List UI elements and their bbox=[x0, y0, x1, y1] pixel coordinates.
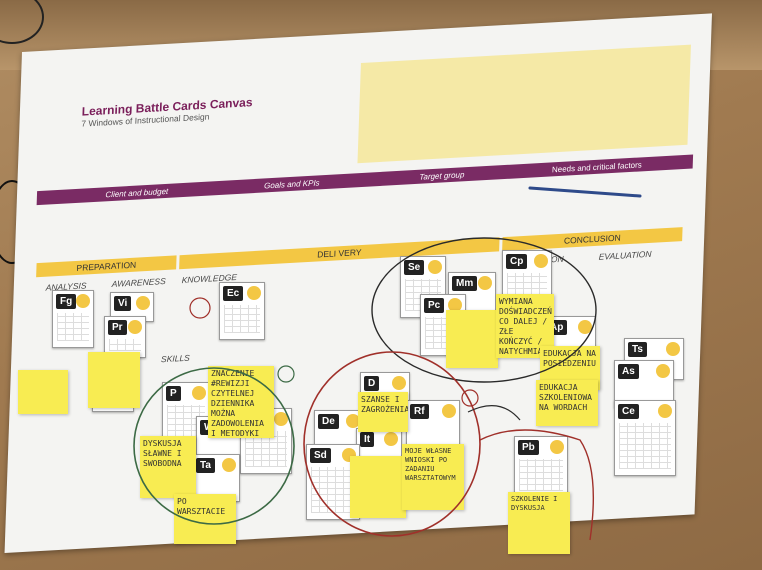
card-icon bbox=[656, 364, 670, 378]
card-icon bbox=[274, 412, 288, 426]
card-icon bbox=[578, 320, 592, 334]
col-awareness: AWARENESS bbox=[111, 275, 166, 289]
card-crossword bbox=[224, 305, 260, 333]
card-icon bbox=[76, 294, 90, 308]
card-code: Ce bbox=[618, 404, 639, 419]
card-icon bbox=[384, 432, 398, 446]
sticky-note-it[interactable] bbox=[350, 456, 406, 518]
sticky-note-rf[interactable]: MOJE WŁASNE WNIOSKI PO ZADANIU WARSZTATO… bbox=[402, 444, 464, 510]
card-code: Cp bbox=[506, 254, 528, 269]
card-icon bbox=[550, 440, 564, 454]
card-code: P bbox=[166, 386, 181, 401]
card-code: Vi bbox=[114, 296, 132, 311]
card-icon bbox=[428, 260, 442, 274]
card-pb[interactable]: Pb bbox=[514, 436, 568, 498]
card-icon bbox=[192, 386, 206, 400]
card-code: De bbox=[318, 414, 339, 429]
card-crossword bbox=[109, 339, 141, 351]
sticky-note-awareness[interactable] bbox=[88, 352, 140, 408]
sticky-note-pc[interactable] bbox=[446, 310, 498, 368]
sticky-note-dyskusja[interactable]: DYSKUSJA SŁAWNE I SWOBODNA bbox=[140, 436, 196, 498]
card-code: Se bbox=[404, 260, 425, 275]
card-ce[interactable]: Ce bbox=[614, 400, 676, 476]
sticky-note-edukacja-2[interactable]: EDUKACJA SZKOLENIOWA NA WORDACH bbox=[536, 380, 598, 426]
row-delivery: DELI VERY bbox=[179, 237, 500, 270]
sticky-note-znaczenie[interactable]: ZNACZENIE #REWIZJI CZYTELNEJ DZIENNIKA M… bbox=[208, 366, 274, 438]
card-icon bbox=[658, 404, 672, 418]
card-code: As bbox=[618, 364, 639, 379]
card-crossword bbox=[311, 467, 355, 513]
card-code: Ta bbox=[196, 458, 215, 473]
card-icon bbox=[392, 376, 406, 390]
card-icon bbox=[534, 254, 548, 268]
col-evaluation: EVALUATION bbox=[598, 248, 652, 262]
sticky-note-pb[interactable]: SZKOLENIE I DYSKUSJA bbox=[508, 492, 570, 554]
card-crossword bbox=[619, 423, 671, 469]
card-icon bbox=[222, 458, 236, 472]
sticky-note-analysis[interactable] bbox=[18, 370, 68, 414]
card-code: Pr bbox=[108, 320, 127, 335]
card-code: D bbox=[364, 376, 380, 391]
card-icon bbox=[128, 320, 142, 334]
instructions-panel bbox=[357, 44, 691, 164]
card-code: Ec bbox=[223, 286, 244, 301]
card-pr[interactable]: Pr bbox=[104, 316, 146, 358]
card-code: Mm bbox=[452, 276, 478, 291]
card-code: It bbox=[360, 432, 375, 447]
sticky-note-szanse[interactable]: SZANSE I ZAGROŻENIA bbox=[358, 392, 408, 432]
row-conclusion: CONCLUSION bbox=[502, 227, 683, 252]
card-code: Rf bbox=[410, 404, 429, 419]
col-skills: SKILLS bbox=[160, 352, 191, 365]
card-fg[interactable]: Fg bbox=[52, 290, 94, 348]
card-icon bbox=[247, 286, 261, 300]
sticky-note-warsztacie[interactable]: PO WARSZTACIE bbox=[174, 494, 236, 544]
card-icon bbox=[136, 296, 150, 310]
card-code: Ts bbox=[628, 342, 647, 357]
card-code: Pb bbox=[518, 440, 539, 455]
card-crossword bbox=[57, 313, 89, 341]
card-icon bbox=[666, 342, 680, 356]
card-ec[interactable]: Ec bbox=[219, 282, 265, 340]
card-crossword bbox=[519, 459, 563, 491]
card-code: Sd bbox=[310, 448, 331, 463]
card-icon bbox=[442, 404, 456, 418]
row-preparation: PREPARATION bbox=[36, 255, 177, 278]
card-code: Pc bbox=[424, 298, 445, 313]
card-icon bbox=[478, 276, 492, 290]
card-code: Fg bbox=[56, 294, 77, 309]
card-rf[interactable]: Rf bbox=[406, 400, 460, 448]
